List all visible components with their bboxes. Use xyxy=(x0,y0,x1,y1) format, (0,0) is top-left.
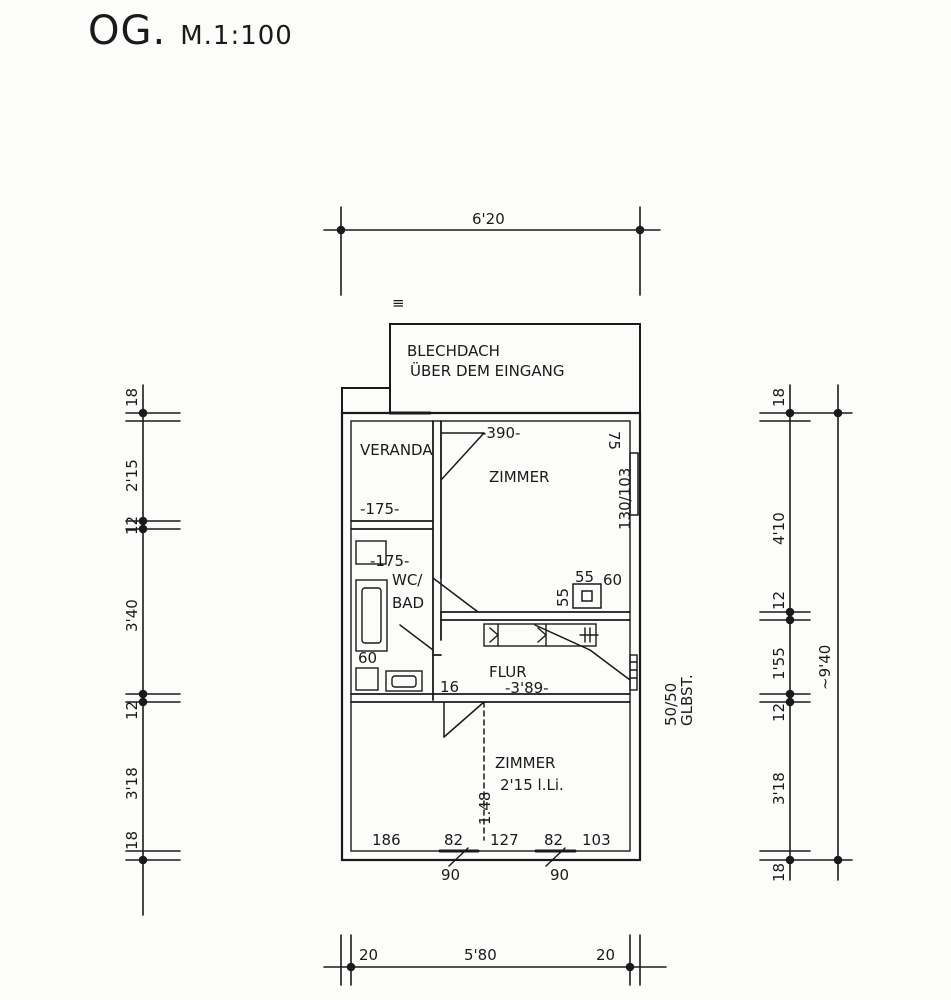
stair-note-2: GLBST. xyxy=(678,674,696,726)
bottom-inner-1: 186 xyxy=(372,831,401,849)
veranda-dim-label: -175- xyxy=(360,500,399,518)
flur-dim-label: -3'89- xyxy=(505,679,549,697)
roof-label-1: BLECHDACH xyxy=(407,342,500,360)
left-chain-1: 18 xyxy=(123,388,141,407)
left-chain-2: 2'15 xyxy=(123,459,141,492)
drawing-title: OG. M.1:100 xyxy=(88,8,293,54)
outer-walls xyxy=(340,411,642,862)
bathroom-fixtures: 60 xyxy=(355,540,423,692)
chimney-label-a: 55 xyxy=(575,568,594,586)
room-labels: VERANDA -175- ZIMMER -390- 75 130/103 WC… xyxy=(360,424,696,825)
bottom-mid-label: 5'80 xyxy=(464,946,497,964)
window-top-label: 130/103 xyxy=(616,468,634,530)
wc-label-2: BAD xyxy=(392,594,424,612)
chimney-label-b: 60 xyxy=(603,571,622,589)
chimney: 55 60 55 xyxy=(554,568,622,609)
right-total-label: ~9'40 xyxy=(816,645,834,690)
stairs xyxy=(483,623,638,691)
left-chain-7: 18 xyxy=(123,831,141,850)
zimmer-top-corner-label: 75 xyxy=(605,431,623,450)
right-chain-1: 18 xyxy=(770,388,788,407)
zimmer-bottom-height-label: 2'15 l.Li. xyxy=(500,776,564,794)
bottom-left-label: 20 xyxy=(359,946,378,964)
left-chain-6: 3'18 xyxy=(123,767,141,800)
bottom-inner-4: 82 xyxy=(544,831,563,849)
left-chain-4: 3'40 xyxy=(123,599,141,632)
left-chain-5: 12 xyxy=(123,701,141,720)
flur-small-label: 16 xyxy=(440,678,459,696)
veranda-label: VERANDA xyxy=(360,441,433,459)
bottom-right-label: 20 xyxy=(596,946,615,964)
vertical-small-label: 1.48 xyxy=(476,792,494,825)
bottom-inner-dimensions: 186 82 127 82 103 90 90 xyxy=(372,831,611,884)
right-chain-6: 3'18 xyxy=(770,772,788,805)
right-chain-3: 12 xyxy=(770,591,788,610)
door-width-2: 90 xyxy=(550,866,569,884)
wc-label-1: WC/ xyxy=(392,571,423,589)
top-dimension: 6'20 xyxy=(323,206,661,296)
top-width-label: 6'20 xyxy=(472,210,505,228)
flur-label: FLUR xyxy=(489,663,527,681)
door-width-1: 90 xyxy=(441,866,460,884)
right-dimension-chain: 18 4'10 12 1'55 12 3'18 18 ~9'40 xyxy=(759,384,853,882)
left-dimension-chain: 18 2'15 12 3'40 12 3'18 18 xyxy=(123,384,181,916)
floor-label: OG. xyxy=(88,8,167,54)
roof-label-2: ÜBER DEM EINGANG xyxy=(410,361,565,380)
chimney-label-c: 55 xyxy=(554,588,572,607)
bottom-inner-5: 103 xyxy=(582,831,611,849)
zimmer-top-label: ZIMMER xyxy=(489,468,549,486)
wc-dim-label: -175- xyxy=(370,552,409,570)
bottom-dimension: 20 5'80 20 xyxy=(323,934,667,986)
roof-canopy: BLECHDACH ÜBER DEM EINGANG ≡ xyxy=(341,294,641,414)
scale-label: M.1:100 xyxy=(180,21,293,51)
zimmer-bottom-label: ZIMMER xyxy=(495,754,555,772)
bottom-inner-2: 82 xyxy=(444,831,463,849)
right-chain-4: 1'55 xyxy=(770,647,788,680)
left-chain-3: 12 xyxy=(123,516,141,535)
right-chain-5: 12 xyxy=(770,703,788,722)
svg-text:≡: ≡ xyxy=(392,294,405,312)
bottom-inner-3: 127 xyxy=(490,831,519,849)
interior-walls xyxy=(350,420,631,703)
windows xyxy=(438,452,639,867)
stair-note-1: 50/50 xyxy=(662,683,680,726)
wc-small-label: 60 xyxy=(358,649,377,667)
zimmer-top-dim-label: -390- xyxy=(481,424,520,442)
right-chain-2: 4'10 xyxy=(770,512,788,545)
right-chain-7: 18 xyxy=(770,863,788,882)
